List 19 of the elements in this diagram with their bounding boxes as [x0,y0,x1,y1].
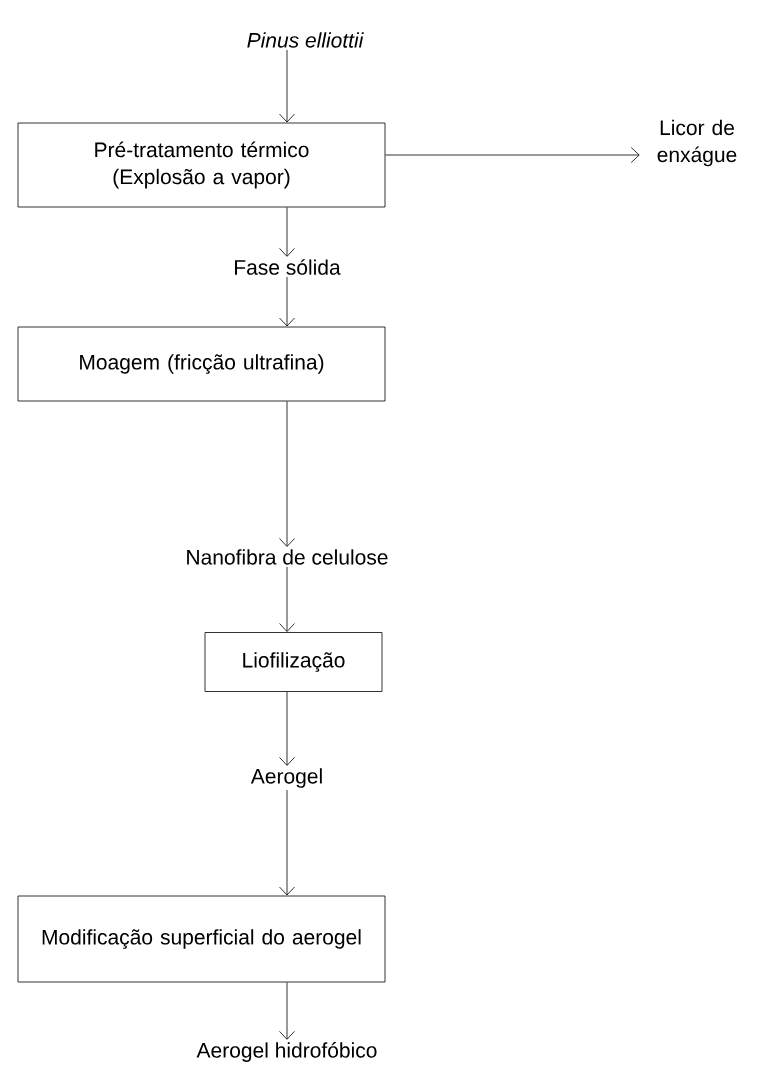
arrow [279,401,295,547]
process-box: Pré-tratamento térmico (Explosão a vapor) [17,122,386,208]
product-label: Nanofibra de celulose [187,549,388,565]
arrow [279,276,295,327]
arrow [279,691,295,766]
product-label: Aerogel [250,768,322,788]
arrow [279,789,295,896]
product-label: Aerogel hidrofóbico [196,1042,377,1062]
arrow [279,49,295,123]
output-label: Licor de enxágue [657,119,737,167]
arrow [385,147,640,163]
process-box: Liofilização [204,632,383,692]
product-label: Fase sólida [235,259,341,275]
process-box: Moagem (fricção ultrafina) [17,326,386,402]
arrow [279,566,295,632]
process-box: Modificação superficial do aerogel [17,895,386,983]
arrow [279,982,295,1040]
input-label: Pinus elliottii [247,32,364,48]
arrow [279,207,295,257]
